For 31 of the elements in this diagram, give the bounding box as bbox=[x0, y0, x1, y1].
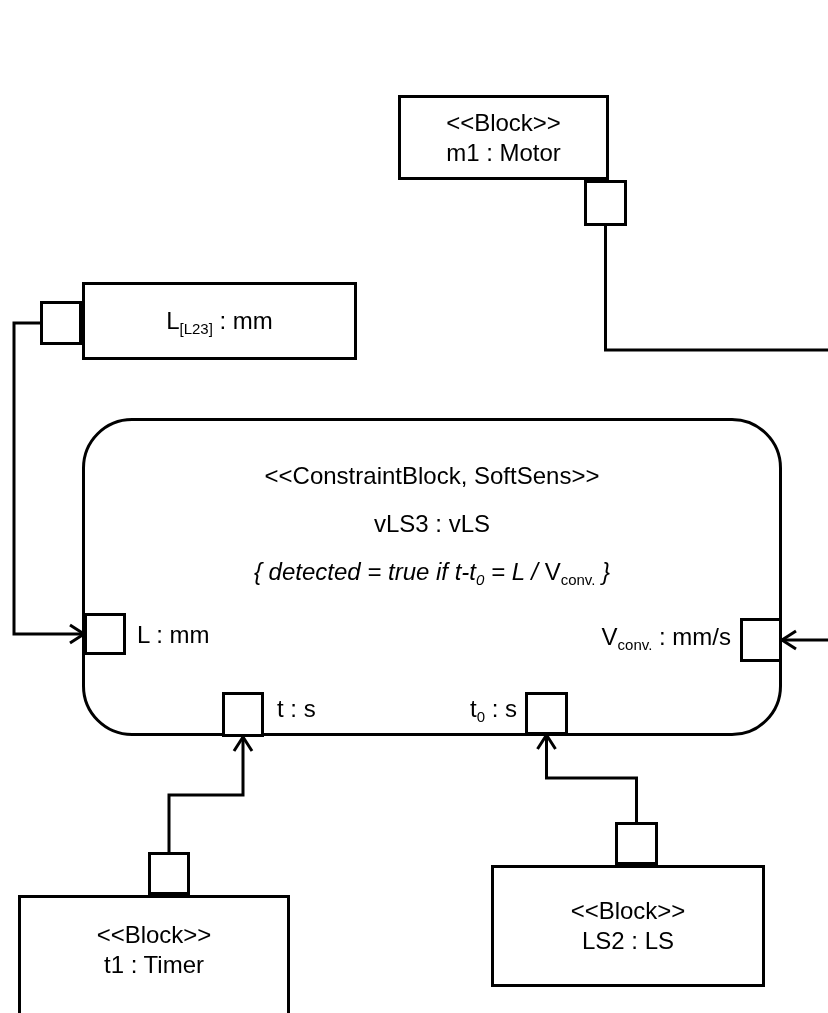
port-square bbox=[40, 301, 82, 345]
block bbox=[398, 95, 609, 180]
port-square bbox=[615, 822, 658, 865]
connector-arrow bbox=[167, 735, 254, 852]
port-label: t$_{0}$ : s bbox=[469, 694, 517, 724]
port-square bbox=[525, 692, 568, 735]
port-square bbox=[740, 618, 782, 662]
port-square bbox=[584, 180, 627, 226]
stereotype-label: <<Block>> bbox=[446, 107, 561, 138]
stereotype-label: <<ConstraintBlock, SoftSens>> bbox=[263, 461, 601, 491]
constraint-expression: { detected = true if t-t$_{0}$ = L / V$_{conv.}$ } bbox=[252, 557, 612, 587]
port-square bbox=[84, 613, 126, 655]
connector-arrow bbox=[536, 733, 638, 822]
block-name: m1 : Motor bbox=[446, 137, 561, 168]
port-square bbox=[222, 692, 264, 737]
constraint-block bbox=[82, 418, 782, 736]
port-label: t : s bbox=[277, 694, 316, 724]
block-name: LS2 : LS bbox=[581, 926, 675, 956]
connector-line bbox=[604, 226, 828, 352]
block-name: t1 : Timer bbox=[104, 950, 204, 980]
block-name: L$_{[L23]}$ : mm bbox=[166, 306, 273, 336]
block bbox=[491, 865, 765, 987]
block bbox=[18, 895, 290, 1013]
block-name: vLS3 : vLS bbox=[372, 509, 492, 539]
value-property-box bbox=[82, 282, 357, 360]
port-label: L : mm bbox=[137, 620, 210, 650]
stereotype-label: <<Block>> bbox=[96, 920, 212, 950]
connector-arrow bbox=[780, 629, 828, 651]
port-square bbox=[148, 852, 190, 895]
stereotype-label: <<Block>> bbox=[570, 896, 686, 926]
port-label: V$_{conv.}$ : mm/s bbox=[601, 622, 731, 652]
